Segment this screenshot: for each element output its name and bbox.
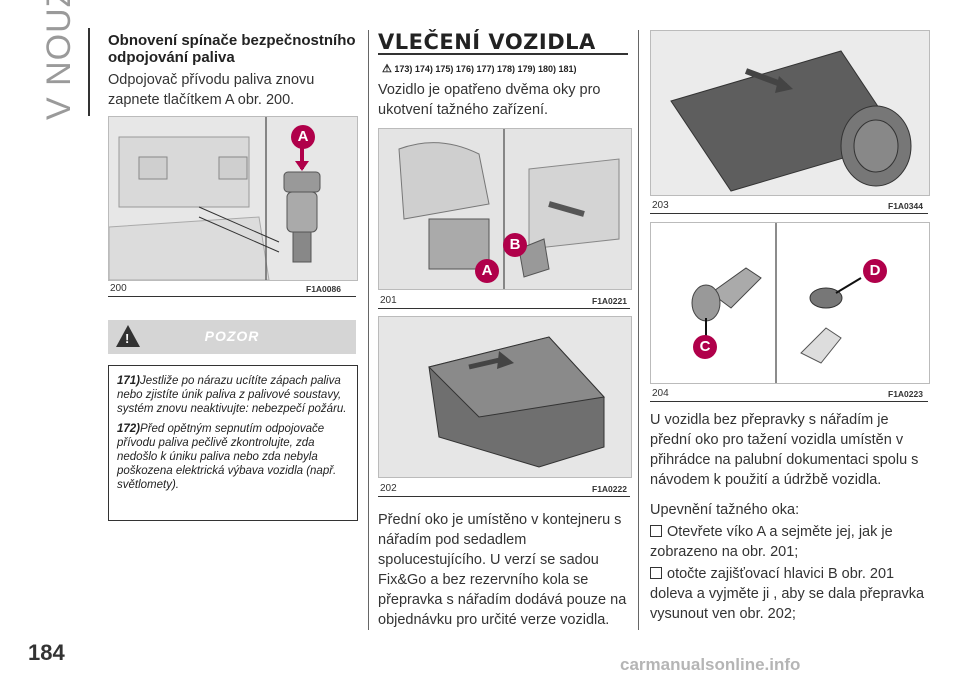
bullet-item-2: otočte zajišťovací hlavici B obr. 201 do… — [650, 564, 928, 624]
warning-item-172: 172)Před opětným sepnutím odpojovače pří… — [117, 422, 349, 492]
figure-203 — [650, 30, 930, 196]
caption-rule — [650, 401, 928, 402]
warning-box: 171)Jestliže po nárazu ucítíte zápach pa… — [108, 365, 358, 521]
bullet-text: Otevřete víko A a sejměte jej, jak je zo… — [650, 524, 893, 560]
page-number: 184 — [28, 640, 65, 665]
figure-code: F1A0344 — [888, 201, 923, 211]
warning-ref: 172) — [117, 423, 141, 435]
fitting-heading: Upevnění tažného oka: — [650, 502, 800, 518]
figure-number: 200 — [110, 283, 127, 294]
callout-c: C — [693, 335, 717, 359]
bullet-text: otočte zajišťovací hlavici B obr. 201 do… — [650, 566, 925, 622]
warning-small-icon: ⚠ — [382, 63, 392, 75]
towing-intro: Vozidlo je opatřeno dvěma oky pro ukotve… — [378, 82, 601, 118]
rolled-mat-illustration — [651, 31, 929, 195]
refs-line: ⚠ 173) 174) 175) 176) 177) 178) 179) 180… — [382, 62, 577, 75]
figure-number: 201 — [380, 295, 397, 306]
watermark: carmanualsonline.info — [620, 655, 801, 674]
figure-number: 202 — [380, 483, 397, 494]
section-title: VLEČENÍ VOZIDLA — [378, 30, 596, 54]
figure-code: F1A0223 — [888, 389, 923, 399]
intro-paragraph: Odpojovač přívodu paliva znovu zapnete t… — [108, 72, 315, 108]
warning-item-171: 171)Jestliže po nárazu ucítíte zápach pa… — [117, 374, 349, 416]
callout-d: D — [863, 259, 887, 283]
figure-code: F1A0222 — [592, 484, 627, 494]
bullet-icon — [650, 525, 662, 537]
figure-code: F1A0221 — [592, 296, 627, 306]
callout-a: A — [291, 125, 315, 149]
caption-rule — [378, 308, 630, 309]
column-divider-1 — [368, 30, 369, 630]
front-eye-paragraph: Přední oko je umístěno v kontejneru s ná… — [378, 512, 627, 628]
side-divider — [88, 28, 90, 116]
warning-header: ! POZOR — [108, 320, 356, 354]
tow-eye-location-paragraph: U vozidla bez přepravky s nářadím je pře… — [650, 412, 919, 488]
figure-201: B A — [378, 128, 632, 290]
caption-rule — [650, 213, 928, 214]
column-divider-2 — [638, 30, 639, 630]
caption-rule — [378, 496, 630, 497]
warning-icon: ! — [116, 325, 140, 347]
figure-202 — [378, 316, 632, 478]
warning-title: POZOR — [204, 328, 260, 344]
callout-b: B — [503, 233, 527, 257]
chapter-side-title: V NOUZI — [40, 0, 78, 120]
tow-eye-illustration — [651, 223, 929, 383]
warning-ref: 171) — [117, 375, 141, 387]
callout-a: A — [475, 259, 499, 283]
toolbox-slide-illustration — [379, 317, 631, 477]
bullet-icon — [650, 567, 662, 579]
fuel-cutoff-illustration — [109, 117, 357, 280]
figure-200: A — [108, 116, 358, 281]
figure-code: F1A0086 — [306, 284, 341, 294]
caption-rule — [108, 296, 356, 297]
section-title-rule — [378, 53, 628, 55]
warning-text: Před opětným sepnutím odpojovače přívodu… — [117, 423, 337, 491]
figure-number: 204 — [652, 388, 669, 399]
section-heading: Obnovení spínače bezpečnostního odpojová… — [108, 32, 356, 66]
figure-204: C D — [650, 222, 930, 384]
toolbox-illustration — [379, 129, 631, 289]
warning-text: Jestliže po nárazu ucítíte zápach paliva… — [117, 375, 347, 415]
warning-refs: 173) 174) 175) 176) 177) 178) 179) 180) … — [394, 64, 577, 74]
figure-number: 203 — [652, 200, 669, 211]
bullet-item-1: Otevřete víko A a sejměte jej, jak je zo… — [650, 522, 928, 562]
